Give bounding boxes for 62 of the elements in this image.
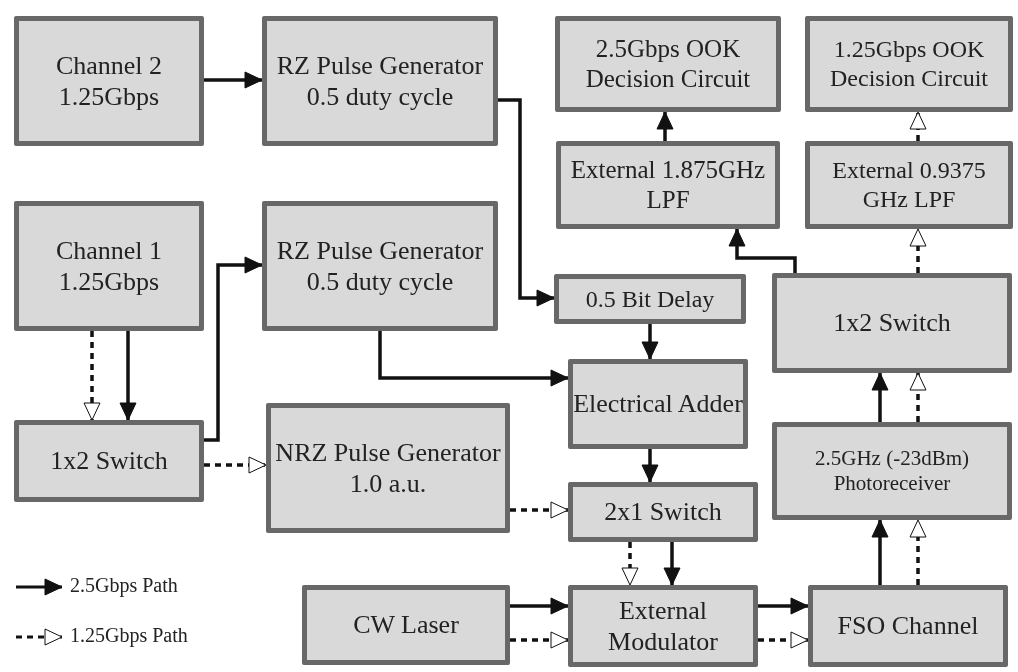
arrow (641, 324, 659, 360)
legend-label: 1.25Gbps Path (70, 624, 188, 647)
box-label: 1.25Gbps OOK Decision Circuit (829, 35, 989, 93)
arrow (204, 456, 267, 474)
box-label: Channel 1 1.25Gbps (54, 234, 164, 298)
box-label: Electrical Adder (573, 388, 743, 420)
arrow (378, 331, 569, 387)
process-box (14, 420, 204, 502)
process-box (808, 585, 1008, 667)
box-label: Channel 2 1.25Gbps (54, 49, 164, 113)
arrow (909, 228, 927, 273)
box-label: RZ Pulse Generator 0.5 duty cycle (275, 234, 485, 298)
arrow (758, 631, 809, 649)
process-box (262, 16, 498, 146)
arrow (510, 501, 569, 519)
process-box (805, 141, 1013, 229)
process-box (555, 16, 781, 112)
box-label: 1x2 Switch (833, 307, 951, 339)
arrow (204, 71, 263, 89)
process-box (262, 201, 498, 331)
arrow (510, 597, 569, 615)
arrow (621, 542, 639, 586)
arrow (656, 111, 674, 141)
process-box (772, 422, 1012, 520)
arrow (909, 519, 927, 585)
process-box (302, 585, 510, 665)
arrow (909, 372, 927, 422)
process-box (554, 274, 746, 324)
box-label: 0.5 Bit Delay (585, 284, 715, 314)
box-label: 1x2 Switch (50, 445, 168, 477)
box-label: NRZ Pulse Generator 1.0 a.u. (274, 436, 502, 500)
arrow (641, 449, 659, 483)
box-label: 2x1 Switch (604, 496, 722, 528)
arrow (728, 228, 797, 273)
legend-label: 2.5Gbps Path (70, 574, 178, 597)
arrow (758, 597, 809, 615)
process-box (805, 16, 1013, 112)
process-box (556, 141, 780, 229)
box-label: 2.5GHz (-23dBm) Photoreceiver (814, 445, 970, 497)
process-box (14, 16, 204, 146)
box-label: 2.5Gbps OOK Decision Circuit (584, 34, 752, 94)
process-box (14, 201, 204, 331)
process-box (568, 359, 748, 449)
box-label: CW Laser (353, 609, 459, 641)
process-box (568, 482, 758, 542)
process-box (266, 403, 510, 533)
arrow (204, 256, 263, 442)
process-box (568, 585, 758, 667)
box-label: External 0.9375 GHz LPF (831, 156, 987, 214)
arrow (119, 331, 137, 421)
arrow (663, 542, 681, 586)
arrow (83, 331, 101, 421)
process-box (772, 273, 1012, 373)
box-label: External Modulator (607, 594, 719, 658)
box-label: FSO Channel (837, 610, 979, 642)
arrow (871, 519, 889, 585)
arrow (510, 631, 569, 649)
arrow (909, 111, 927, 141)
box-label: RZ Pulse Generator 0.5 duty cycle (275, 49, 485, 113)
box-label: External 1.875GHz LPF (569, 155, 767, 215)
arrow (871, 372, 889, 422)
arrow (498, 98, 555, 307)
